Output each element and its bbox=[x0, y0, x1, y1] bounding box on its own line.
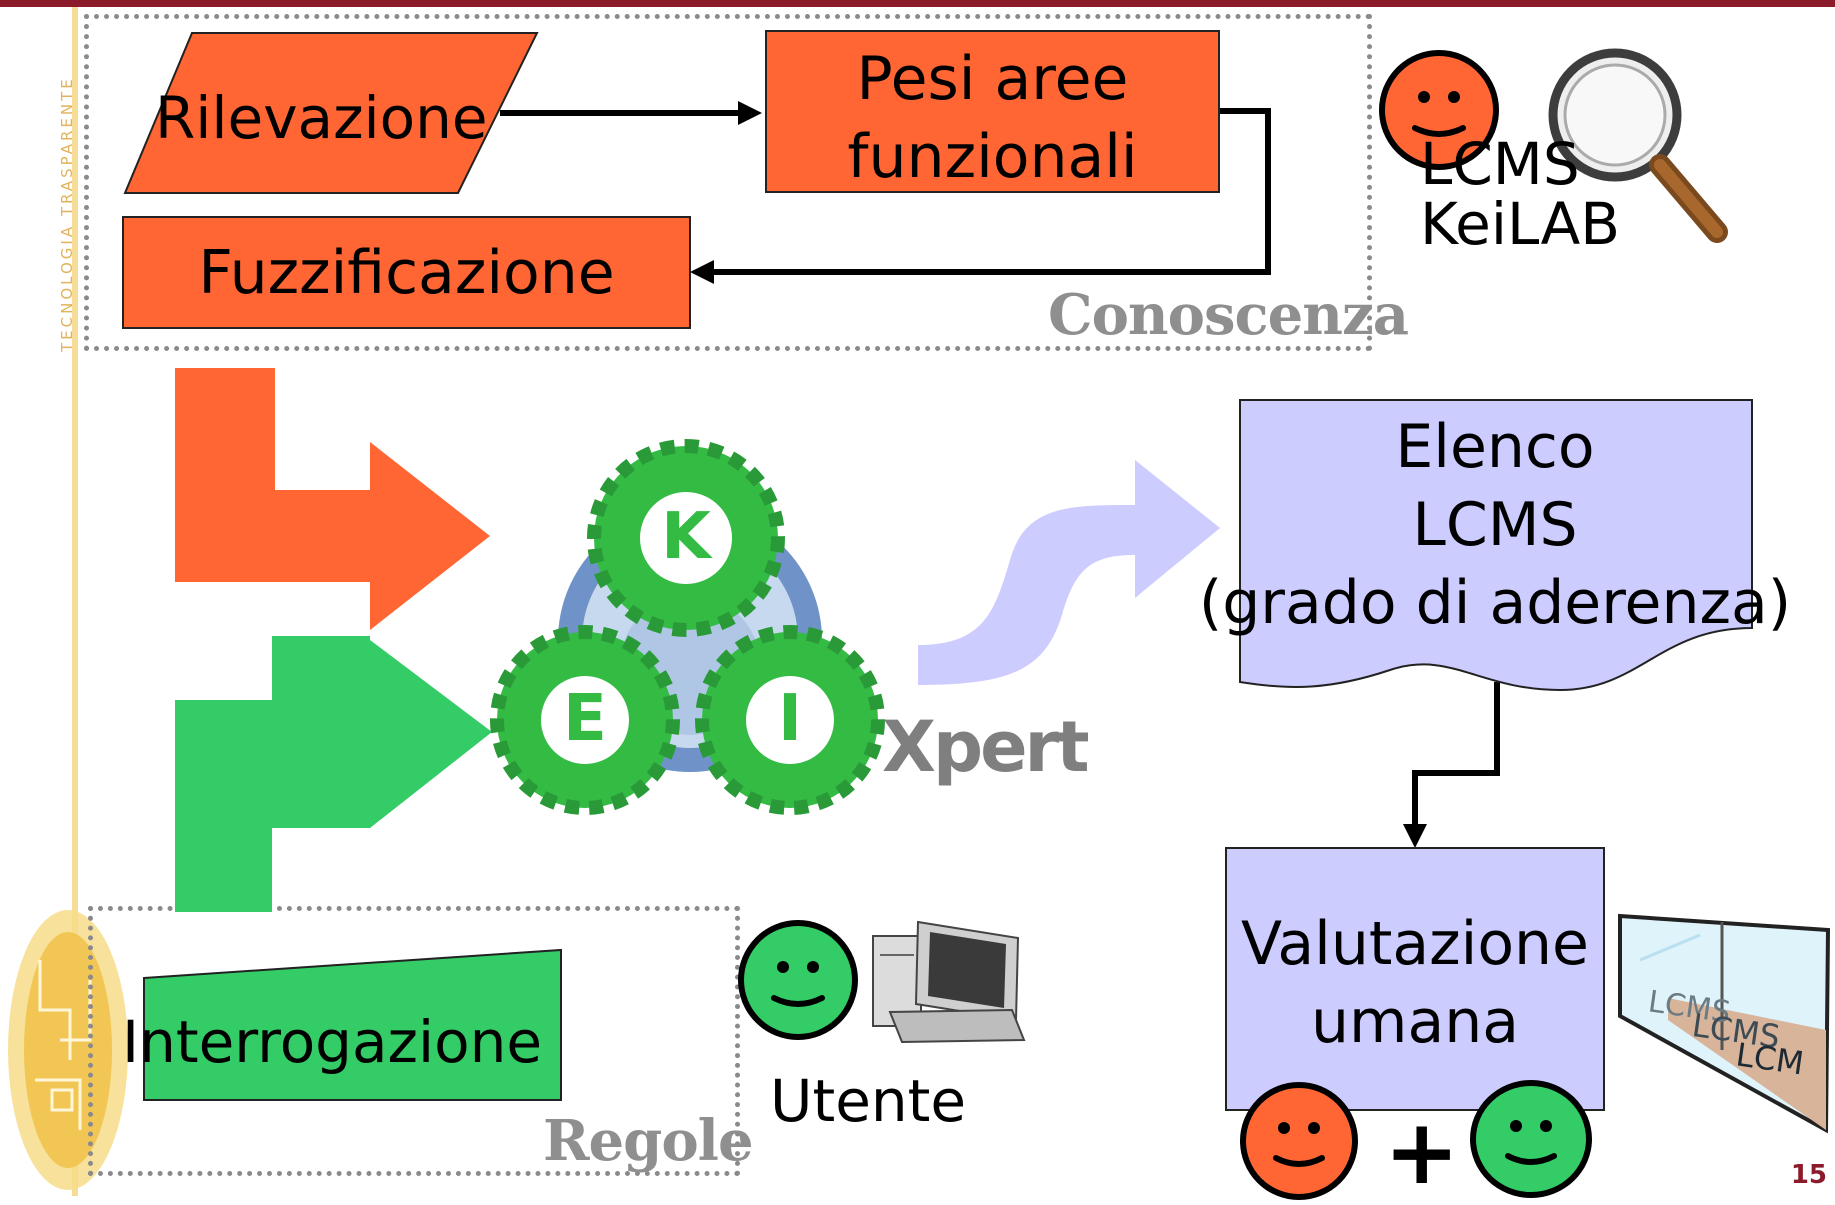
elenco-line-3: (grado di aderenza) bbox=[1198, 568, 1792, 638]
elenco-line-2: LCMS bbox=[1412, 490, 1578, 560]
page-number: 15 bbox=[1790, 1160, 1827, 1190]
valutazione-box bbox=[1225, 847, 1605, 1111]
valutazione-orange-smiley-icon bbox=[1240, 1082, 1358, 1200]
valutazione-label: Valutazione umana bbox=[1226, 905, 1604, 1061]
rilevazione-shape bbox=[123, 32, 539, 194]
lilac-curve-arrow bbox=[918, 460, 1220, 685]
valutazione-line-2: umana bbox=[1310, 987, 1520, 1057]
rilevazione-label: Rilevazione bbox=[155, 84, 488, 152]
elenco-line-1: Elenco bbox=[1395, 412, 1595, 482]
elenco-document bbox=[1239, 399, 1753, 692]
orange-arrow bbox=[175, 368, 490, 630]
keilab-smiley-icon bbox=[1379, 50, 1499, 170]
utente-smiley-icon bbox=[738, 920, 858, 1040]
pesi-line-2: funzionali bbox=[847, 122, 1138, 192]
arrowhead-to-fuzzificazione bbox=[690, 260, 714, 284]
gear-k bbox=[587, 439, 785, 637]
gear-i-letter: I bbox=[778, 682, 802, 756]
pesi-aree-box bbox=[765, 30, 1220, 193]
computer-icon bbox=[872, 920, 1026, 1044]
conoscenza-box bbox=[84, 14, 1372, 351]
magnifier-icon bbox=[1548, 48, 1728, 243]
gear-k-letter: K bbox=[661, 500, 711, 574]
conoscenza-label: Conoscenza bbox=[1048, 282, 1409, 348]
top-brand-bar bbox=[0, 0, 1835, 7]
interrogazione-label: Interrogazione bbox=[122, 1008, 543, 1076]
plus-sign: + bbox=[1384, 1100, 1460, 1205]
lcms-magnifier-label: LCMS bbox=[1420, 130, 1580, 198]
sidebar-rule bbox=[72, 7, 78, 1196]
valutazione-line-1: Valutazione bbox=[1241, 909, 1589, 979]
regole-label: Regole bbox=[543, 1108, 754, 1174]
pesi-aree-label: Pesi aree funzionali bbox=[765, 40, 1220, 196]
keilab-label: KeiLAB bbox=[1420, 190, 1621, 258]
lcms-window-picture bbox=[1618, 913, 1831, 1134]
utente-label: Utente bbox=[770, 1067, 967, 1135]
gear-i bbox=[695, 625, 885, 815]
fuzzificazione-box bbox=[122, 216, 691, 329]
regole-box bbox=[88, 906, 740, 1176]
arrowhead-to-pesi bbox=[738, 101, 762, 125]
interrogazione-shape bbox=[143, 948, 562, 1101]
fuzzificazione-label: Fuzzificazione bbox=[198, 238, 615, 308]
xpert-wordmark: Xpert bbox=[882, 706, 1090, 788]
valutazione-green-smiley-icon bbox=[1470, 1080, 1592, 1198]
gear-e-letter: E bbox=[563, 682, 607, 756]
gear-e bbox=[490, 625, 680, 815]
arrowhead-to-valutazione bbox=[1403, 824, 1427, 848]
pesi-line-1: Pesi aree bbox=[856, 44, 1129, 114]
elenco-label: Elenco LCMS (grado di aderenza) bbox=[1180, 408, 1810, 642]
